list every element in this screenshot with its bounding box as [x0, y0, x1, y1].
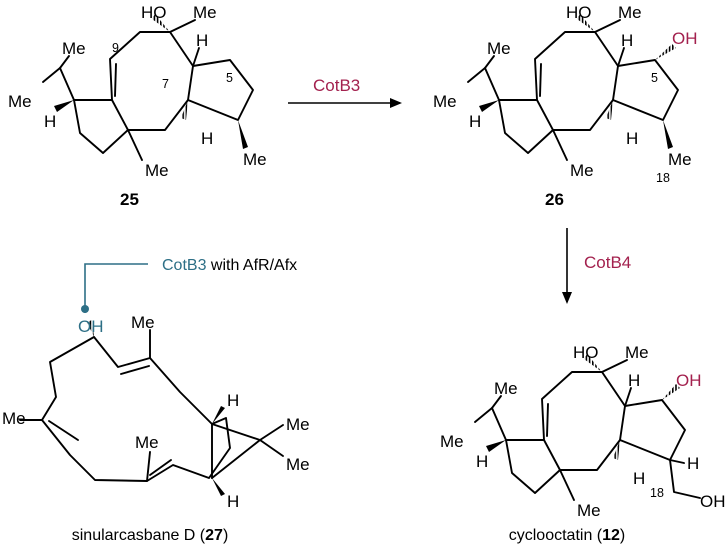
locant-7: 7 — [162, 77, 169, 91]
atom-h: H — [628, 371, 640, 390]
compound-25: HO Me 9 7 5 H Me Me H Me H Me 25 — [8, 3, 267, 209]
atom-me: Me — [618, 3, 642, 22]
reaction-arrow-2: CotB4 — [562, 228, 631, 304]
locant-9: 9 — [112, 41, 119, 55]
atom-h: H — [196, 31, 208, 50]
locant-18: 18 — [650, 486, 664, 500]
atom-ho: HO — [566, 3, 592, 22]
atom-me: Me — [131, 313, 155, 332]
atom-h: H — [621, 31, 633, 50]
atom-me: Me — [62, 39, 86, 58]
atom-me: Me — [433, 92, 457, 111]
compound-27: OH Me Me Me H H Me Me CotB3 with AfR/Afx… — [2, 257, 310, 544]
atom-oh: OH — [672, 29, 698, 48]
locant-18: 18 — [656, 171, 670, 185]
atom-h: H — [44, 112, 56, 131]
atom-me: Me — [286, 415, 310, 434]
compound-caption-27: sinularcasbane D (27) — [72, 527, 229, 544]
atom-me: Me — [145, 161, 169, 180]
atom-h: H — [227, 492, 239, 511]
atom-me: Me — [440, 432, 464, 451]
compound-26: HO Me OH 5 H Me Me H Me H Me 18 26 — [433, 3, 698, 209]
atom-h: H — [476, 452, 488, 471]
compound-label-25: 25 — [120, 190, 139, 209]
atom-me: Me — [2, 409, 26, 428]
atom-me: Me — [193, 3, 217, 22]
atom-me: Me — [135, 433, 159, 452]
atom-me: Me — [8, 92, 32, 111]
atom-me: Me — [625, 343, 649, 362]
atom-me: Me — [494, 379, 518, 398]
atom-oh: OH — [700, 492, 725, 511]
atom-me: Me — [286, 455, 310, 474]
atom-ho: HO — [141, 3, 167, 22]
annotation-label: CotB3 with AfR/Afx — [162, 257, 297, 274]
atom-oh: OH — [676, 371, 702, 390]
enzyme-label-cotb3: CotB3 — [313, 76, 360, 95]
compound-12: HO Me OH H Me Me H Me H H 18 OH cyclooct… — [440, 343, 725, 544]
locant-5: 5 — [226, 71, 233, 85]
atom-h: H — [626, 129, 638, 148]
atom-me: Me — [668, 150, 692, 169]
atom-h: H — [201, 129, 213, 148]
atom-h: H — [469, 112, 481, 131]
enzyme-label-cotb4: CotB4 — [584, 253, 631, 272]
atom-me: Me — [487, 39, 511, 58]
reaction-arrow-1: CotB3 — [288, 76, 402, 108]
atom-h: H — [687, 454, 699, 473]
atom-h: H — [227, 391, 239, 410]
atom-ho: HO — [573, 343, 599, 362]
atom-h: H — [633, 469, 645, 488]
atom-me: Me — [570, 161, 594, 180]
compound-label-26: 26 — [545, 190, 564, 209]
atom-me: Me — [243, 150, 267, 169]
atom-me: Me — [577, 501, 601, 520]
locant-5: 5 — [651, 71, 658, 85]
atom-oh: OH — [78, 317, 104, 336]
compound-caption-12: cyclooctatin (12) — [509, 527, 626, 544]
